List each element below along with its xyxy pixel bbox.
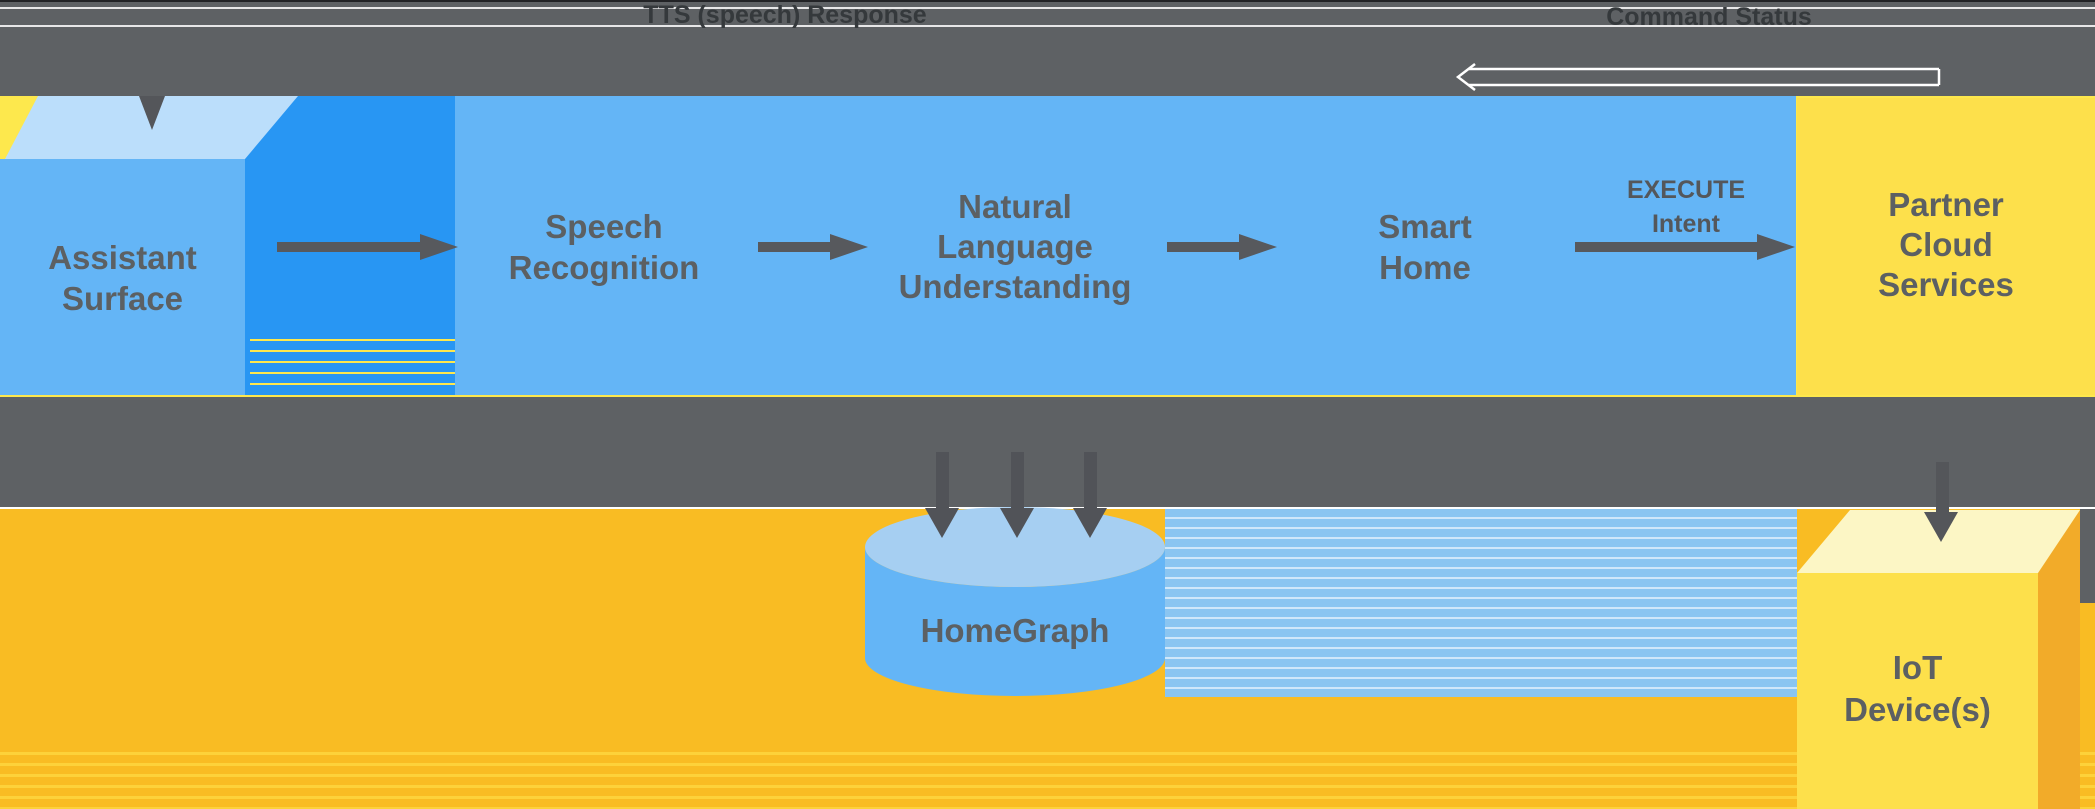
top-response-band — [0, 0, 2095, 96]
homegraph-sync-arrowhead — [1000, 508, 1034, 538]
command-status-arrow-icon — [1455, 63, 1941, 91]
assistant-input-arrow-icon — [139, 96, 165, 130]
arrowhead-speech-to-nlu — [830, 234, 868, 260]
arrow-assistant-to-speech — [277, 242, 420, 252]
top-border — [0, 0, 2095, 2]
tts-response-label: TTS (speech) Response — [643, 1, 927, 29]
arrowhead-smarthome-to-partner — [1757, 234, 1795, 260]
homegraph-sync-arrow-shaft — [1084, 452, 1097, 512]
command-status-label: Command Status — [1606, 3, 1812, 31]
iot-device-node — [1797, 573, 2038, 809]
response-arrow-outline-top — [0, 7, 2095, 9]
arrow-smarthome-to-partner — [1575, 242, 1757, 252]
assistant-surface-label: Assistant Surface — [48, 239, 197, 317]
homegraph-sync-arrow-shaft — [1011, 452, 1024, 512]
iot-devices-label: IoT Device(s) — [1844, 649, 1991, 728]
arrow-speech-to-nlu — [758, 242, 830, 252]
natural-language-understanding-label: Natural Language Understanding — [898, 188, 1132, 305]
homegraph-sync-arrowhead — [1073, 508, 1107, 538]
response-arrow-outline-bottom — [0, 25, 2095, 27]
middle-flow-band — [0, 397, 2095, 509]
smart-home-label: Smart Home — [1378, 208, 1472, 286]
iot-command-arrow-shaft — [1936, 462, 1949, 516]
execute-intent-label: EXECUTE Intent — [1626, 176, 1746, 238]
arrow-nlu-to-smarthome — [1167, 242, 1239, 252]
middle-band-right-edge — [2080, 509, 2095, 603]
arrowhead-nlu-to-smarthome — [1239, 234, 1277, 260]
iot-command-arrowhead — [1924, 512, 1958, 542]
side-face-stripe-artifact — [250, 330, 455, 392]
homegraph-label: HomeGraph — [920, 612, 1110, 649]
assistant-surface-node — [0, 159, 245, 395]
speech-recognition-label: Speech Recognition — [508, 208, 700, 286]
bottom-stripe-artifact — [0, 744, 2095, 809]
google-assistant-container — [455, 96, 1796, 395]
homegraph-sync-arrowhead — [925, 508, 959, 538]
homegraph-sync-arrow-shaft — [936, 452, 949, 512]
partner-cloud-services-label: Partner Cloud Services — [1878, 186, 2014, 303]
arrowhead-assistant-to-speech — [420, 234, 458, 260]
partner-cloud-services-node — [1797, 98, 2095, 395]
sync-motion-streak — [1165, 509, 1797, 697]
